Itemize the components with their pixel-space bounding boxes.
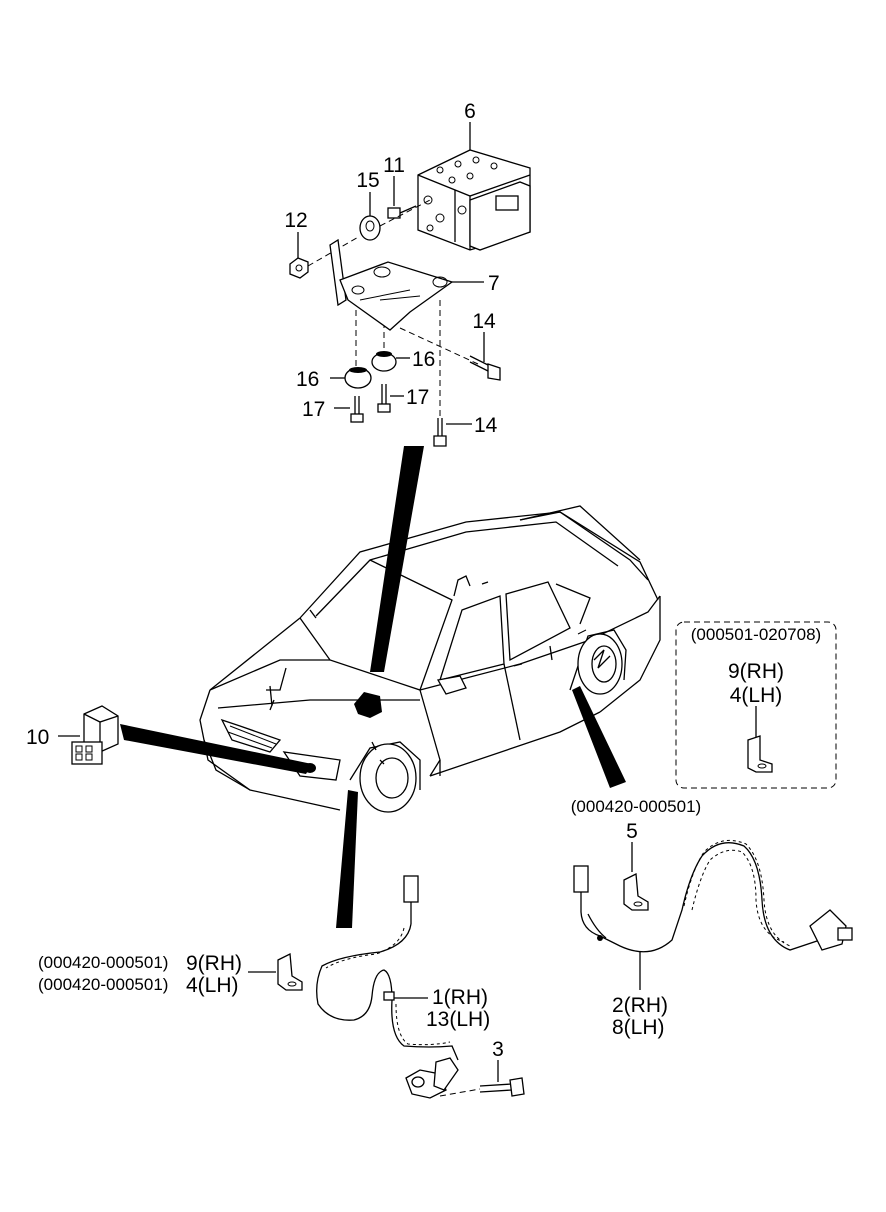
rear-range-label: (000420-000501) xyxy=(571,797,701,816)
connector-10 xyxy=(71,705,119,765)
front-range-2: (000420-000501) xyxy=(38,975,168,994)
callout-14-lower: 14 xyxy=(474,414,498,437)
callout-16-right: 16 xyxy=(412,348,435,371)
callout-5: 5 xyxy=(626,820,638,843)
front-sensor-lh: 13(LH) xyxy=(426,1008,490,1031)
pointer-abs-to-car xyxy=(370,446,424,672)
abs-hydraulic-unit xyxy=(417,149,531,251)
callout-10: 10 xyxy=(26,726,49,749)
bracket-7 xyxy=(329,238,454,331)
callout-16-left: 16 xyxy=(296,368,319,391)
callout-17-right: 17 xyxy=(406,386,429,409)
callout-14-upper: 14 xyxy=(472,310,496,333)
front-range-1: (000420-000501) xyxy=(38,953,168,972)
front-wheel-speed-sensor-cable xyxy=(316,875,459,1099)
pointer-connector-to-car xyxy=(120,724,312,774)
nut-12 xyxy=(289,257,309,279)
front-part-lh: 4(LH) xyxy=(186,974,239,997)
bolt-17-left xyxy=(350,396,364,423)
bolt-11 xyxy=(387,205,417,219)
inset-box: (000501-020708) 9(RH) 4(LH) xyxy=(675,621,837,789)
bolt-17-right xyxy=(377,384,391,413)
callout-11: 11 xyxy=(383,154,405,177)
bolt-14-upper xyxy=(469,355,501,381)
callout-7: 7 xyxy=(488,272,500,295)
rear-sensor-lh: 8(LH) xyxy=(612,1016,665,1039)
inset-part-rh: 9(RH) xyxy=(728,660,784,683)
callout-17-left: 17 xyxy=(302,398,325,421)
mount-16-left xyxy=(344,367,372,389)
inset-range: (000501-020708) xyxy=(691,625,821,644)
callout-12: 12 xyxy=(284,209,307,232)
front-sensor-rh: 1(RH) xyxy=(432,986,488,1009)
bushing-15 xyxy=(359,215,381,241)
rear-wheel-speed-sensor-cable xyxy=(573,839,853,953)
front-bracket xyxy=(277,952,303,991)
bolt-14-lower xyxy=(433,418,447,447)
bolt-3 xyxy=(479,1077,525,1097)
callout-3: 3 xyxy=(492,1038,504,1061)
rear-sensor-rh: 2(RH) xyxy=(612,994,668,1017)
inset-bracket xyxy=(747,735,773,773)
callout-6: 6 xyxy=(464,100,476,123)
rear-bracket-5 xyxy=(623,872,649,911)
car-body xyxy=(199,505,661,813)
mount-16-right xyxy=(371,351,397,372)
front-part-rh: 9(RH) xyxy=(186,952,242,975)
callout-15: 15 xyxy=(356,169,379,192)
inset-part-lh: 4(LH) xyxy=(730,684,783,707)
pointer-front-sensor xyxy=(336,790,358,928)
pointer-rear-sensor xyxy=(572,686,626,788)
